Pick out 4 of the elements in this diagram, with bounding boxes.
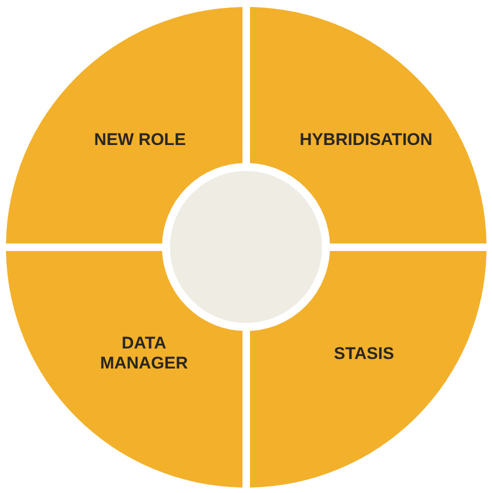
segment-label: HYBRIDISATION	[298, 130, 434, 150]
segment-label: NEW ROLE	[93, 130, 187, 150]
segment-label: STASIS	[332, 344, 396, 364]
segment-label: DATA MANAGER	[99, 334, 189, 374]
